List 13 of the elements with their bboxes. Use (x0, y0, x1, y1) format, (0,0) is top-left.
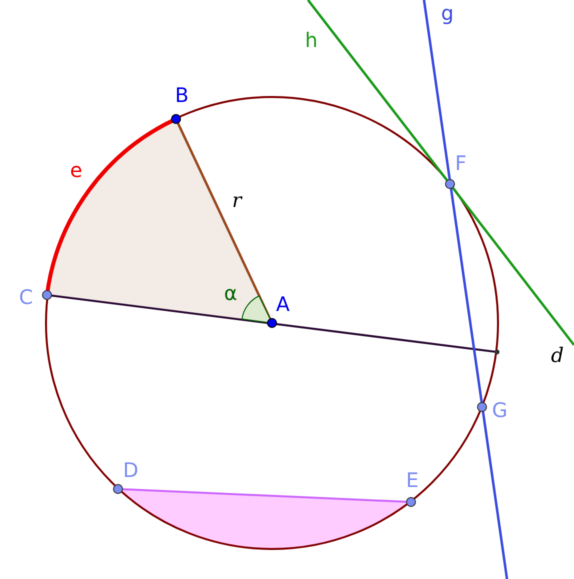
point-label: B (175, 85, 189, 105)
point-label: C (19, 287, 33, 307)
point-label: E (406, 470, 419, 490)
point-label: F (455, 153, 467, 173)
point-label: G (492, 400, 508, 420)
line-label: g (441, 3, 454, 23)
line-label: h (305, 30, 318, 50)
point-label: D (123, 460, 138, 480)
angle-label: α (224, 283, 238, 303)
length-label: d (551, 345, 564, 365)
length-label: r (232, 190, 242, 210)
point-label: A (276, 294, 290, 314)
arc-label: e (70, 160, 82, 180)
